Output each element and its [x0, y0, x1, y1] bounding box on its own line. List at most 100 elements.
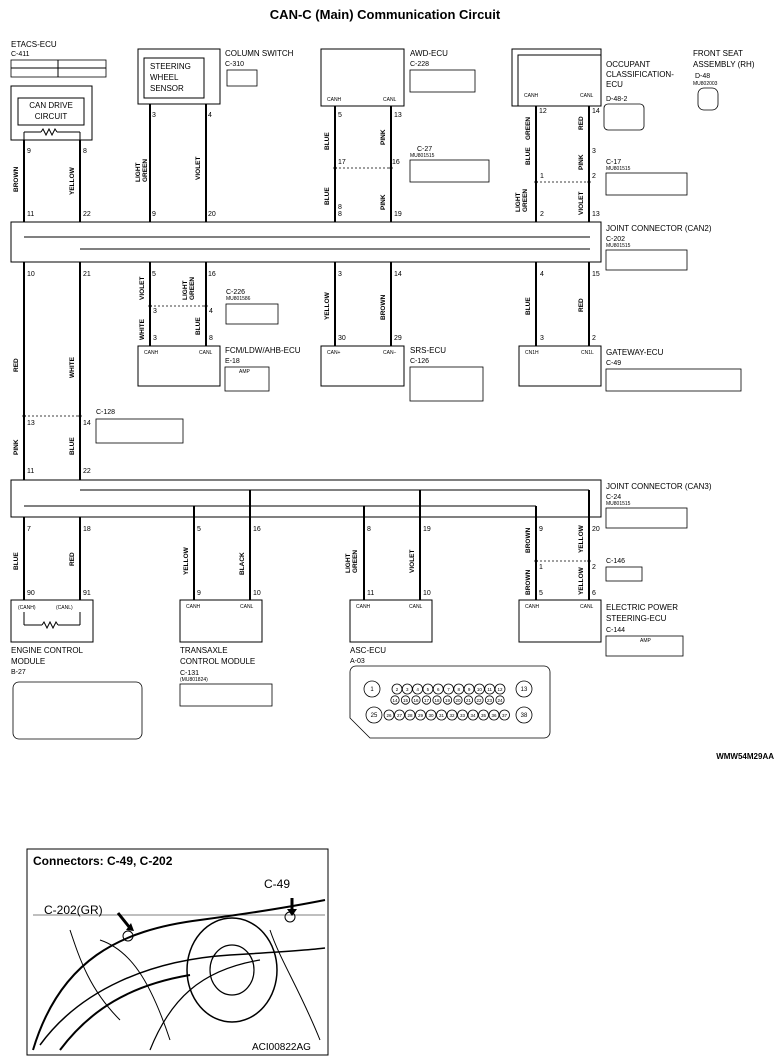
asc-pin-number: 3	[406, 687, 409, 692]
can3-part: MU801515	[606, 501, 631, 507]
eps-conn: C-144	[606, 627, 625, 634]
joint-connector-can3-box	[10, 479, 602, 518]
c27-connector-icon	[409, 159, 490, 183]
gateway-connector-icon	[605, 368, 742, 392]
wire-label: GREEN	[352, 550, 359, 573]
wire-label: BLUE	[13, 552, 20, 570]
can2-pin: 2	[540, 211, 544, 218]
awd-connector-icon	[409, 69, 476, 93]
fcm-ecu-box	[137, 345, 221, 387]
can2-pin: 4	[540, 271, 544, 278]
asc-pin-circle	[495, 695, 505, 705]
asc-pin-number: 20	[455, 698, 461, 703]
asc-pin-circle	[432, 695, 442, 705]
ecm-conn: B-27	[11, 669, 26, 676]
wire-label: LIGHT	[135, 162, 142, 182]
ecm-name-1: ENGINE CONTROL	[11, 646, 84, 655]
can2-pin: 21	[83, 271, 91, 278]
asc-pin-number: 7	[447, 687, 450, 692]
wire-label: VIOLET	[578, 191, 585, 215]
can2-pin: 14	[394, 271, 402, 278]
wire-label: LIGHT	[345, 553, 352, 573]
asc-pin-number: 32	[449, 713, 455, 718]
wires-row1	[23, 104, 591, 222]
wire-label: GREEN	[189, 277, 196, 300]
asc-pin-number: 34	[470, 713, 476, 718]
c128-pin-13: 13	[27, 420, 35, 427]
etacs-connector-icon	[10, 59, 107, 78]
c27-conn: C-27	[417, 146, 432, 153]
can2-pin: 5	[152, 271, 156, 278]
fcm-pin-8: 8	[209, 335, 213, 342]
asc-pin-circle	[415, 709, 426, 721]
can-drive-label-1: CAN DRIVE	[29, 101, 73, 110]
asc-pin-number: 12	[497, 687, 503, 692]
asc-pin-circle	[515, 680, 533, 698]
asc-pin-circle	[442, 695, 453, 705]
fcm-amp: AMP	[239, 369, 251, 375]
ecm-canl: (CANL)	[56, 605, 73, 611]
eps-pin-6: 6	[592, 590, 596, 597]
c17-part: MU801515	[606, 166, 631, 172]
asc-pin-number: 8	[458, 687, 461, 692]
asc-pin-number: 21	[466, 698, 472, 703]
steering-wheel-sensor-label-2: WHEEL	[150, 73, 179, 82]
inset-label-c49: C-49	[264, 877, 290, 891]
asc-pin-number: 15	[403, 698, 409, 703]
asc-pin-number: 6	[437, 687, 440, 692]
gateway-canh: CN1H	[525, 350, 539, 356]
column-switch-pin-3: 3	[152, 112, 156, 119]
column-switch-box	[137, 48, 221, 105]
can-drive-circuit-box	[17, 97, 85, 126]
srs-conn: C-126	[410, 358, 429, 365]
can2-pin: 22	[83, 211, 91, 218]
asc-pin-number: 24	[497, 698, 503, 703]
wire-label: BLUE	[195, 317, 202, 335]
asc-pin-circle	[494, 683, 506, 695]
asc-pin-circle	[499, 709, 510, 721]
wire-label: PINK	[13, 439, 20, 455]
asc-pin-number: 5	[427, 687, 430, 692]
wire-label: VIOLET	[409, 549, 416, 573]
front-seat-name-1: FRONT SEAT	[693, 49, 743, 58]
occupant-conn: D-48-2	[606, 96, 628, 103]
front-seat-name-2: ASSEMBLY (RH)	[693, 60, 755, 69]
asc-pin-circle	[421, 695, 432, 705]
gateway-ecu-box	[518, 345, 602, 387]
can3-pin: 18	[83, 526, 91, 533]
can3-pin: 5	[197, 526, 201, 533]
can2-pin: 10	[27, 271, 35, 278]
fcm-name: FCM/LDW/AHB-ECU	[225, 346, 301, 355]
ecm-name-2: MODULE	[11, 657, 45, 666]
asc-pin-number: 22	[476, 698, 482, 703]
awd-canl: CANL	[383, 97, 397, 103]
column-switch-connector-icon	[226, 69, 258, 87]
occupant-connector-icon	[603, 103, 645, 131]
ecm-terminator-resistor-icon	[23, 612, 81, 630]
column-switch-name: COLUMN SWITCH	[225, 49, 294, 58]
ecm-pin-91: 91	[83, 590, 91, 597]
can3-pin: 16	[253, 526, 261, 533]
asc-pin-number: 1	[370, 687, 374, 693]
c27-part: MU801515	[410, 153, 435, 159]
can2-pin: 19	[394, 211, 402, 218]
wire-label: GREEN	[522, 189, 529, 212]
tcm-name-2: CONTROL MODULE	[180, 657, 255, 666]
c27-pin-17: 17	[338, 159, 346, 166]
wire-label: PINK	[380, 194, 387, 210]
can3-pin: 19	[423, 526, 431, 533]
can3-conn: C-24	[606, 494, 621, 501]
asc-pin-10: 10	[423, 590, 431, 597]
can3-name: JOINT CONNECTOR (CAN3)	[606, 482, 712, 491]
can3-pin: 20	[592, 526, 600, 533]
can2-name: JOINT CONNECTOR (CAN2)	[606, 224, 712, 233]
tcm-connector-icon	[179, 683, 273, 707]
eps-canl: CANL	[580, 604, 594, 610]
awd-pin-5: 5	[338, 112, 342, 119]
tcm-part: (MU801824)	[180, 677, 208, 683]
wire-pin: 8	[338, 204, 342, 211]
occupant-canh: CANH	[524, 93, 539, 99]
asc-pin-circle	[390, 695, 400, 705]
wire-label: RED	[13, 358, 20, 372]
